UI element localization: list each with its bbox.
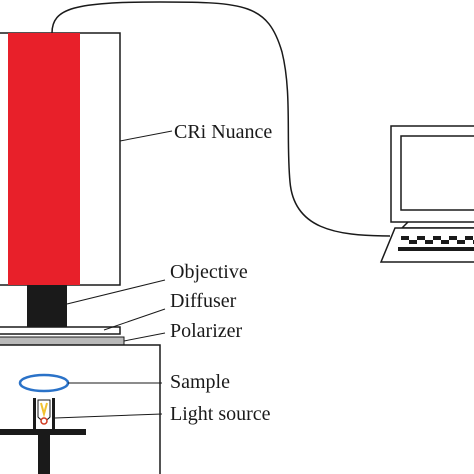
camera-red-stripe (8, 33, 80, 285)
diffuser-label: Diffuser (170, 290, 237, 312)
lamp-filament (40, 417, 48, 425)
sample-ring (18, 373, 70, 393)
monitor-screen (400, 135, 474, 211)
polarizer-plate (0, 336, 125, 346)
data-cable (51, 1, 391, 237)
computer (379, 125, 474, 263)
lamp-stand (38, 435, 50, 474)
monitor-stand (400, 221, 474, 229)
lamp-shelf (0, 429, 86, 435)
keyboard-keys (398, 236, 474, 251)
lamp-right-post (52, 398, 55, 434)
lamp-glow (40, 402, 48, 418)
polarizer-leader (123, 332, 166, 342)
light-source (0, 398, 86, 474)
objective-label: Objective (170, 261, 248, 283)
camera-label: CRi Nuance (174, 121, 272, 143)
objective (27, 285, 67, 328)
polarizer-label: Polarizer (170, 320, 243, 342)
objective-leader (66, 279, 166, 305)
keyboard (379, 227, 474, 263)
lamp-left-post (33, 398, 36, 434)
sample-label: Sample (170, 371, 230, 393)
diffuser-plate (0, 326, 121, 335)
light-source-label: Light source (170, 403, 271, 425)
diffuser-leader (103, 308, 166, 331)
camera-leader (119, 130, 173, 142)
light-source-leader (54, 413, 163, 419)
camera (0, 32, 121, 286)
enclosure-box (0, 344, 161, 474)
